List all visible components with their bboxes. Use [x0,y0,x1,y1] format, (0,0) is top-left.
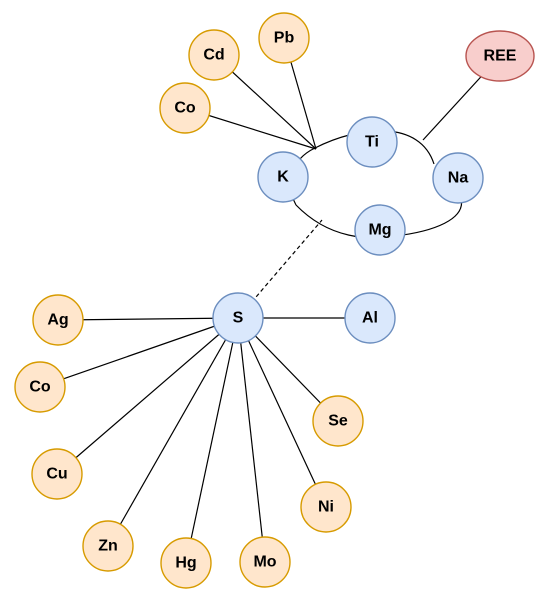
node-ree-label: REE [484,48,517,65]
node-na: Na [432,152,484,204]
edge-s-ni [237,317,327,508]
node-ree: REE [465,30,535,82]
node-ni-circle [300,481,352,533]
node-pb: Pb [258,12,310,64]
node-mo-circle [239,536,291,588]
node-cd-circle [188,29,240,81]
node-ag-label: Ag [47,312,68,329]
node-cu-circle [31,448,83,500]
node-cd: Cd [188,29,240,81]
edge-s-cu [56,317,239,475]
edge-s-co2 [39,317,239,388]
node-co2-label: Co [29,379,51,396]
node-hg-label: Hg [175,555,196,572]
node-zn: Zn [82,520,134,572]
node-hg: Hg [160,537,212,589]
node-pb-circle [258,12,310,64]
node-co2: Co [14,361,66,413]
node-al: Al [344,292,396,344]
node-zn-circle [82,520,134,572]
edges-layer [39,37,501,564]
node-cu-label: Cu [46,466,67,483]
node-se-label: Se [328,413,348,430]
node-k: K [257,151,309,203]
node-se-circle [312,395,364,447]
node-pb-label: Pb [274,30,295,47]
node-se: Se [312,395,364,447]
node-al-circle [344,292,396,344]
node-ag-circle [32,294,84,346]
edge-s-hg [185,317,239,564]
node-cd-label: Cd [203,47,224,64]
node-ti: Ti [346,116,398,168]
node-ni-label: Ni [318,499,334,516]
node-mo-label: Mo [253,554,276,571]
node-zn-label: Zn [98,538,118,555]
edge-s-zn [107,317,239,547]
node-co1: Co [159,82,211,134]
node-mg-label: Mg [368,222,391,239]
node-ree-circle [465,30,535,82]
node-co1-label: Co [174,100,196,117]
node-k-label: K [277,169,289,186]
node-k-circle [257,151,309,203]
node-mo: Mo [239,536,291,588]
node-s: S [212,292,264,344]
node-ag: Ag [32,294,84,346]
edge-s-ag [57,317,239,321]
node-na-label: Na [448,170,469,187]
node-hg-circle [160,537,212,589]
node-ti-circle [346,116,398,168]
node-co2-circle [14,361,66,413]
node-al-label: Al [362,310,378,327]
node-ti-label: Ti [365,134,379,151]
node-s-label: S [233,310,244,327]
node-co1-circle [159,82,211,134]
edge-s-mo [237,317,266,563]
node-s-circle [212,292,264,344]
node-ni: Ni [300,481,352,533]
node-cu: Cu [31,448,83,500]
node-mg-circle [354,204,406,256]
node-mg: Mg [354,204,406,256]
node-na-circle [432,152,484,204]
